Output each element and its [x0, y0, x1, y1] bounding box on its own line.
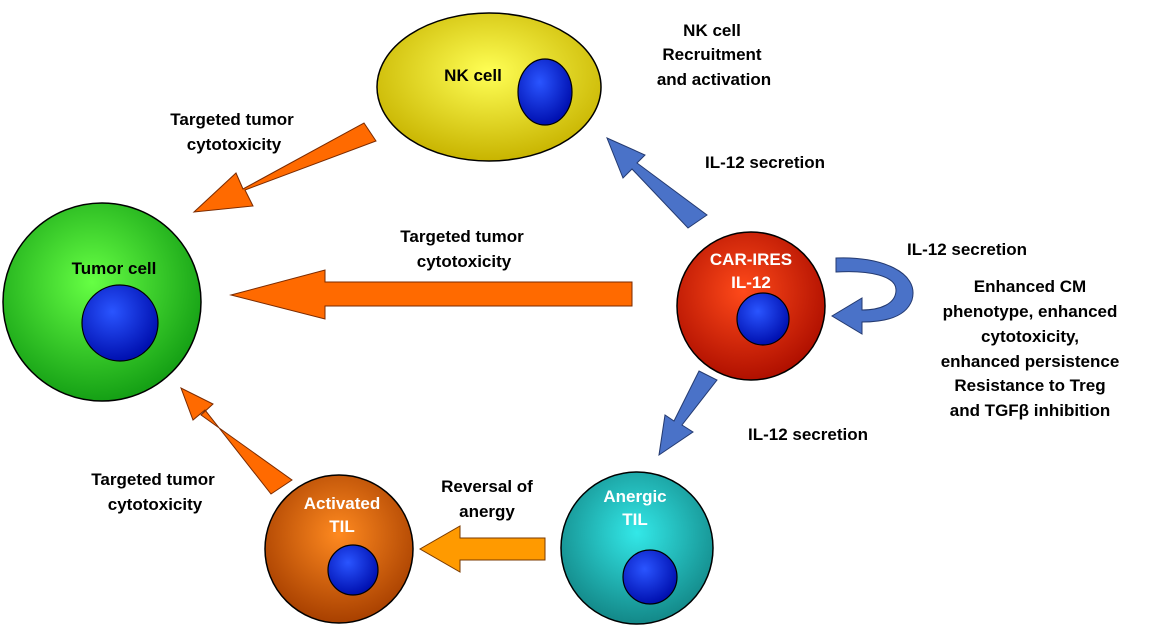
- arrow-car-to-anergic: [658, 370, 718, 457]
- targeted-car-label-line2: cytotoxicity: [417, 252, 512, 271]
- il12-to-til-label: IL-12 secretion: [748, 425, 868, 444]
- effects-label-line2: phenotype, enhanced: [943, 302, 1118, 321]
- targeted-nk-label-line1: Targeted tumor: [170, 110, 294, 129]
- effects-label-line6: and TGFβ inhibition: [950, 401, 1111, 420]
- reversal-label-line2: anergy: [459, 502, 515, 521]
- activated-til-label-line1: Activated: [304, 494, 381, 513]
- arrow-nk-to-tumor: [192, 122, 377, 213]
- activated-til-cell: Activated TIL: [264, 474, 414, 624]
- arrow-car-to-tumor: [229, 269, 633, 320]
- anergic-til-label-line2: TIL: [622, 510, 648, 529]
- anergic-til-label-line1: Anergic: [603, 487, 666, 506]
- effects-label-line5: Resistance to Treg: [954, 376, 1105, 395]
- arrow-car-to-nk: [606, 137, 708, 229]
- arrow-il12-autocrine: [831, 257, 914, 335]
- nk-recruit-label-line3: and activation: [657, 70, 771, 89]
- nk-recruit-label-line1: NK cell: [683, 21, 741, 40]
- tumor-cell: Tumor cell: [2, 202, 202, 402]
- car-ires-il12-cell: CAR-IRES IL-12: [676, 231, 826, 381]
- tumor-cell-label: Tumor cell: [72, 259, 157, 278]
- effects-label-line3: cytotoxicity,: [981, 327, 1079, 346]
- targeted-til-label-line1: Targeted tumor: [91, 470, 215, 489]
- targeted-nk-label-line2: cytotoxicity: [187, 135, 282, 154]
- il12-autocrine-label: IL-12 secretion: [907, 240, 1027, 259]
- targeted-til-label-line2: cytotoxicity: [108, 495, 203, 514]
- targeted-car-label-line1: Targeted tumor: [400, 227, 524, 246]
- car-cell-label-line2: IL-12: [731, 273, 771, 292]
- arrow-anergic-to-activated: [418, 525, 546, 573]
- arrow-til-to-tumor: [180, 386, 293, 495]
- nk-cell-label: NK cell: [444, 66, 502, 85]
- reversal-label-line1: Reversal of: [441, 477, 533, 496]
- effects-label-line1: Enhanced CM: [974, 277, 1086, 296]
- nk-recruit-label-line2: Recruitment: [662, 45, 762, 64]
- il12-to-nk-label: IL-12 secretion: [705, 153, 825, 172]
- nk-cell: NK cell: [376, 12, 602, 162]
- car-cell-label-line1: CAR-IRES: [710, 250, 792, 269]
- anergic-til-cell: Anergic TIL: [560, 471, 714, 625]
- activated-til-label-line2: TIL: [329, 517, 355, 536]
- effects-label-line4: enhanced persistence: [941, 352, 1120, 371]
